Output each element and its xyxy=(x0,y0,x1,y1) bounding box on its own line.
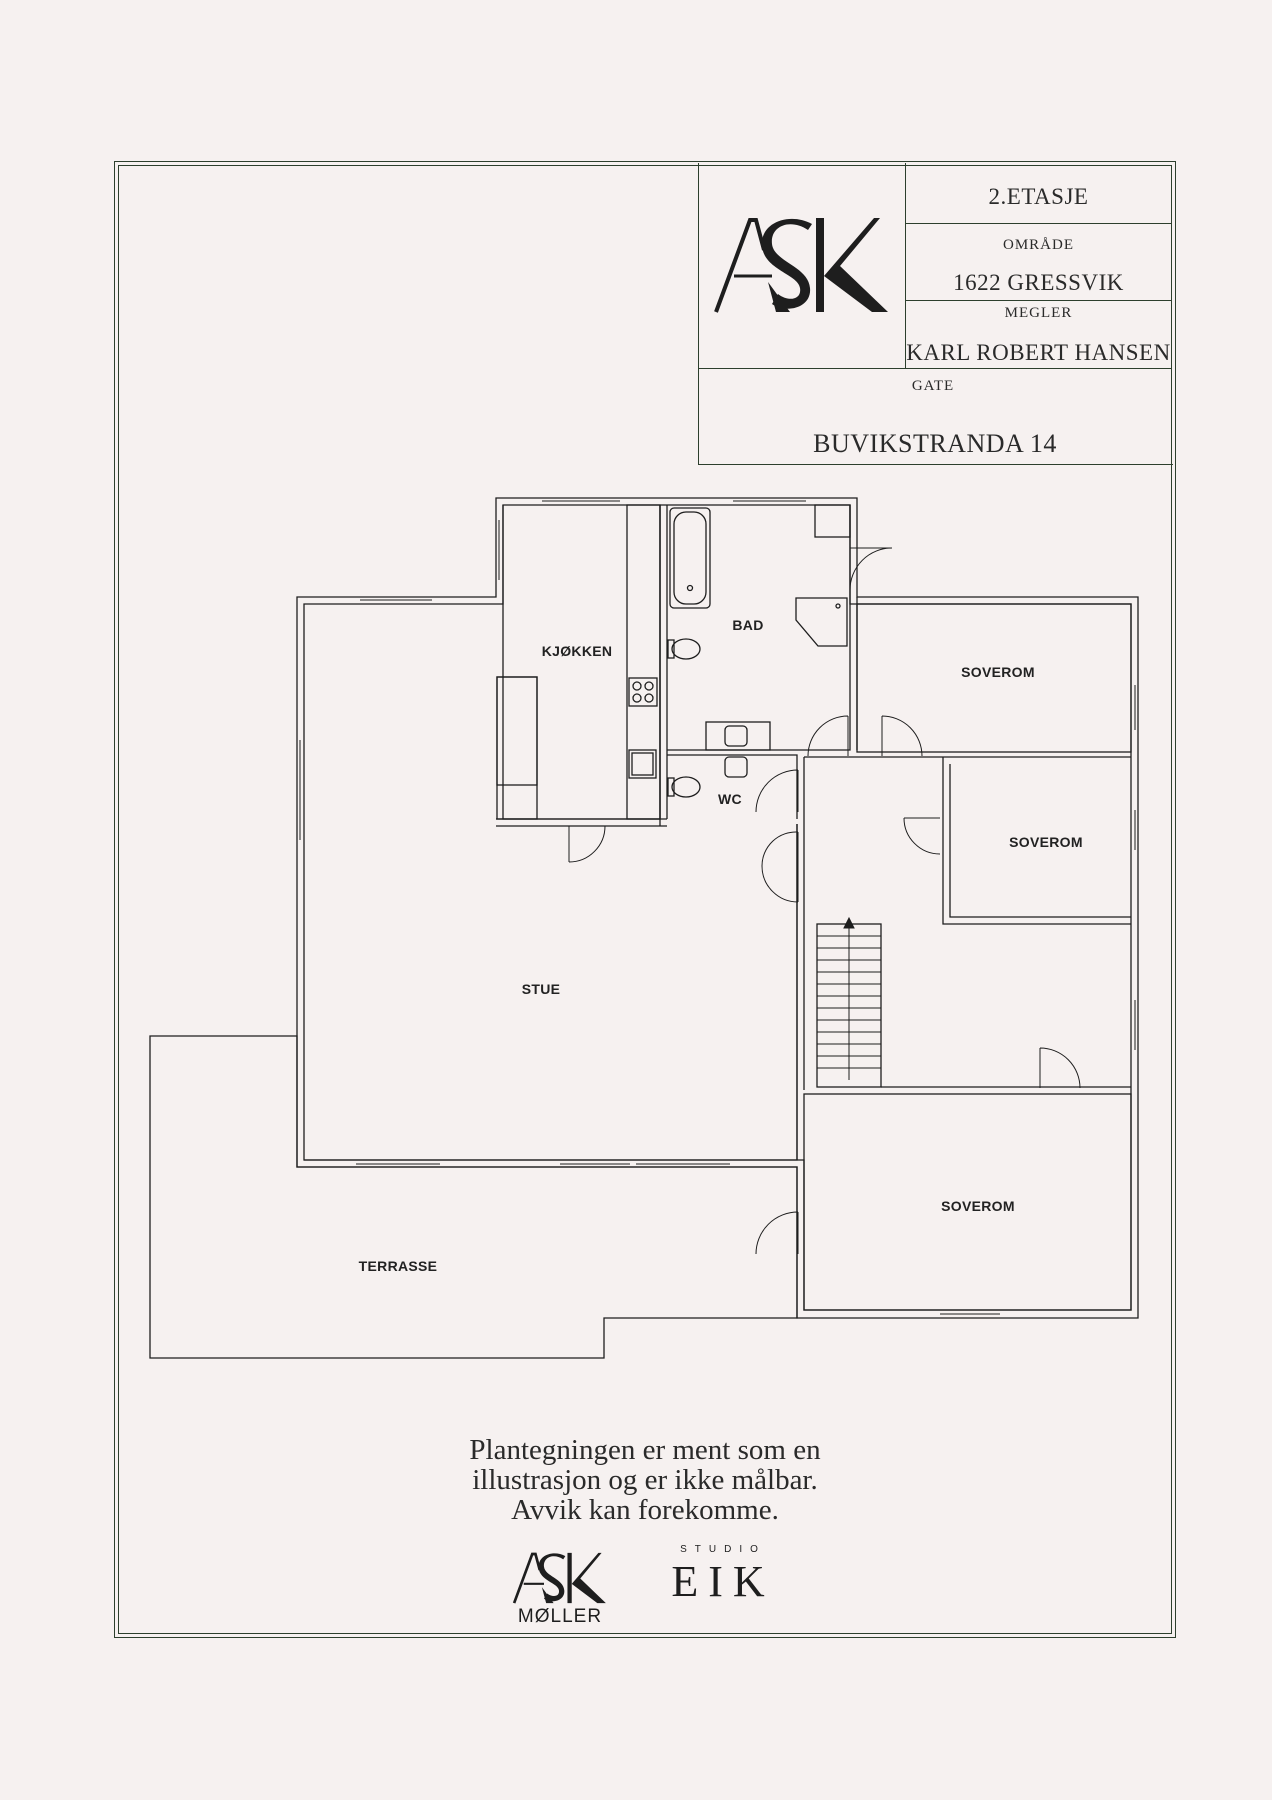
studio-eik-small: STUDIO xyxy=(680,1544,766,1555)
disclaimer-line-2: illustrasjon og er ikke målbar. xyxy=(472,1464,818,1496)
doors xyxy=(568,547,1081,1255)
agent-value: KARL ROBERT HANSEN xyxy=(906,340,1171,365)
disclaimer-line-3: Avvik kan forekomme. xyxy=(511,1494,779,1526)
title-block-frame xyxy=(698,163,1173,465)
bedroom-3-walls xyxy=(803,1093,1132,1311)
kitchen-bottom-wall xyxy=(496,818,667,827)
room-label-kitchen: KJØKKEN xyxy=(542,643,613,659)
street-value: BUVIKSTRANDA 14 xyxy=(813,429,1057,458)
wc-toilet xyxy=(671,776,701,798)
kitchen-island-top xyxy=(496,676,538,786)
bath-right-wall xyxy=(770,505,851,751)
terrace-outline xyxy=(149,1035,798,1359)
page-frame-inner xyxy=(118,165,1172,1634)
wc-sink xyxy=(724,756,748,778)
room-label-bedroom-3: SOVEROM xyxy=(941,1198,1015,1214)
area-value: 1622 GRESSVIK xyxy=(953,270,1124,295)
bath-cabinet xyxy=(814,504,851,538)
disclaimer-line-1: Plantegningen er ment som en xyxy=(469,1434,821,1466)
room-label-bedroom-1: SOVEROM xyxy=(961,664,1035,680)
room-label-bath: BAD xyxy=(732,617,763,633)
ask-moller-logo xyxy=(512,1552,606,1604)
stove xyxy=(628,677,658,707)
bath-left-wall xyxy=(659,505,668,826)
room-label-wc: WC xyxy=(718,791,742,807)
title-block-divider-2 xyxy=(905,300,1172,301)
page-frame-outer xyxy=(114,161,1176,1638)
bathtub xyxy=(669,507,711,609)
floor-label: 2.ETASJE xyxy=(988,184,1089,209)
kitchen-walls xyxy=(502,505,661,820)
agent-label: MEGLER xyxy=(1004,305,1073,321)
title-block-divider-3 xyxy=(698,368,1172,369)
room-label-bedroom-2: SOVEROM xyxy=(1009,834,1083,850)
ask-moller-subtitle: MØLLER xyxy=(517,1606,603,1627)
bath-washbasin xyxy=(705,721,771,751)
title-block-divider-1 xyxy=(905,223,1172,224)
area-label: OMRÅDE xyxy=(1002,237,1074,253)
room-label-terrace: TERRASSE xyxy=(359,1258,438,1274)
outer-wall-inner xyxy=(303,504,1132,1311)
floor-plan-walls xyxy=(149,497,1139,1359)
disclaimer: Plantegningen er ment som en illustrasjo… xyxy=(380,1435,910,1525)
room-label-living: STUE xyxy=(522,981,561,997)
windows xyxy=(299,500,1136,1315)
kitchen-sink xyxy=(628,749,657,779)
bedroom-1-walls xyxy=(856,603,1132,753)
wc-walls xyxy=(667,754,798,819)
title-block-divider-vertical xyxy=(905,163,906,368)
studio-eik-main: EIK xyxy=(671,1557,775,1606)
hallway-walls xyxy=(803,756,1131,1090)
bath-toilet xyxy=(671,638,701,660)
outer-wall-outer xyxy=(296,497,1139,1319)
street-label: GATE xyxy=(911,378,955,394)
bedroom-2-walls xyxy=(942,757,1131,925)
shower xyxy=(795,597,848,647)
ask-logo xyxy=(714,218,888,313)
